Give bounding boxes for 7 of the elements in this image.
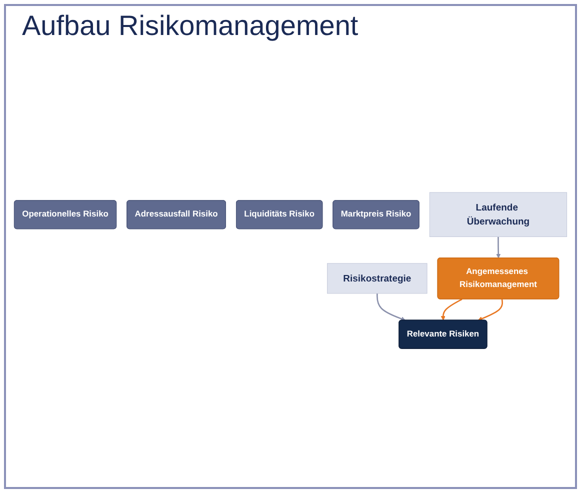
arrow xyxy=(376,293,406,321)
arrow xyxy=(440,298,462,321)
title: Aufbau Risikomanagement xyxy=(22,10,358,42)
node-box: Risikostrategie xyxy=(327,263,428,294)
arrow xyxy=(478,299,504,321)
node-box: Laufende Überwachung xyxy=(429,192,568,238)
arrow xyxy=(496,236,501,258)
